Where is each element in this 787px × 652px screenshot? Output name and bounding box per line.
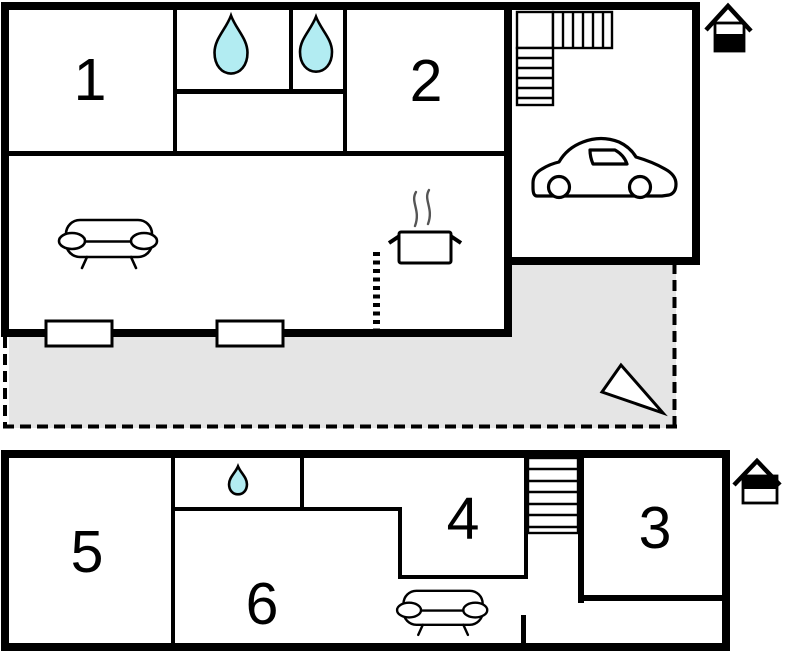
entrance-arrow-icon [599,362,668,417]
water-drop-icon [298,15,334,74]
wall [504,257,700,265]
wall [171,507,402,511]
wall [1,450,730,458]
staircase-icon [515,10,614,107]
room-1-label: 1 [74,47,107,113]
steam-icon [425,188,432,226]
wall [692,2,700,265]
water-drop-icon [213,14,249,76]
wall [173,2,177,155]
wall [524,450,528,579]
staircase-icon [526,456,580,535]
wall [521,615,526,647]
window [215,319,285,348]
window [44,319,114,348]
wall [1,643,730,651]
water-drop-icon [228,465,248,496]
wall [1,450,9,651]
terrace-dashed-outline [3,263,677,429]
wall [1,2,9,337]
cooking-pot-icon [387,188,463,265]
sofa-icon [395,589,489,637]
wall [300,450,304,511]
house-orientation-icon [704,2,753,53]
upper-floor-plan: 3 4 5 6 [1,450,782,651]
wall [398,507,402,579]
steam-icon [412,190,419,228]
room-3-label: 3 [639,495,672,561]
room-6-label: 6 [246,571,279,637]
ground-floor-plan: 1 2 [1,2,753,429]
room-5-label: 5 [71,519,104,585]
wall [1,151,512,156]
wall [171,450,175,647]
wall [722,450,730,651]
wall [343,2,347,155]
wall [289,2,293,93]
terrace-area [9,261,676,428]
wall [173,89,347,94]
wall [578,450,584,603]
upper-floor-walls [1,450,730,651]
wall [1,2,700,10]
room-4-label: 4 [447,486,480,552]
wall [398,575,528,579]
room-2-label: 2 [410,48,443,114]
house-orientation-icon [732,457,782,505]
wall [504,2,512,337]
sofa-icon [57,218,159,270]
wall [578,595,730,601]
car-icon [531,136,678,200]
